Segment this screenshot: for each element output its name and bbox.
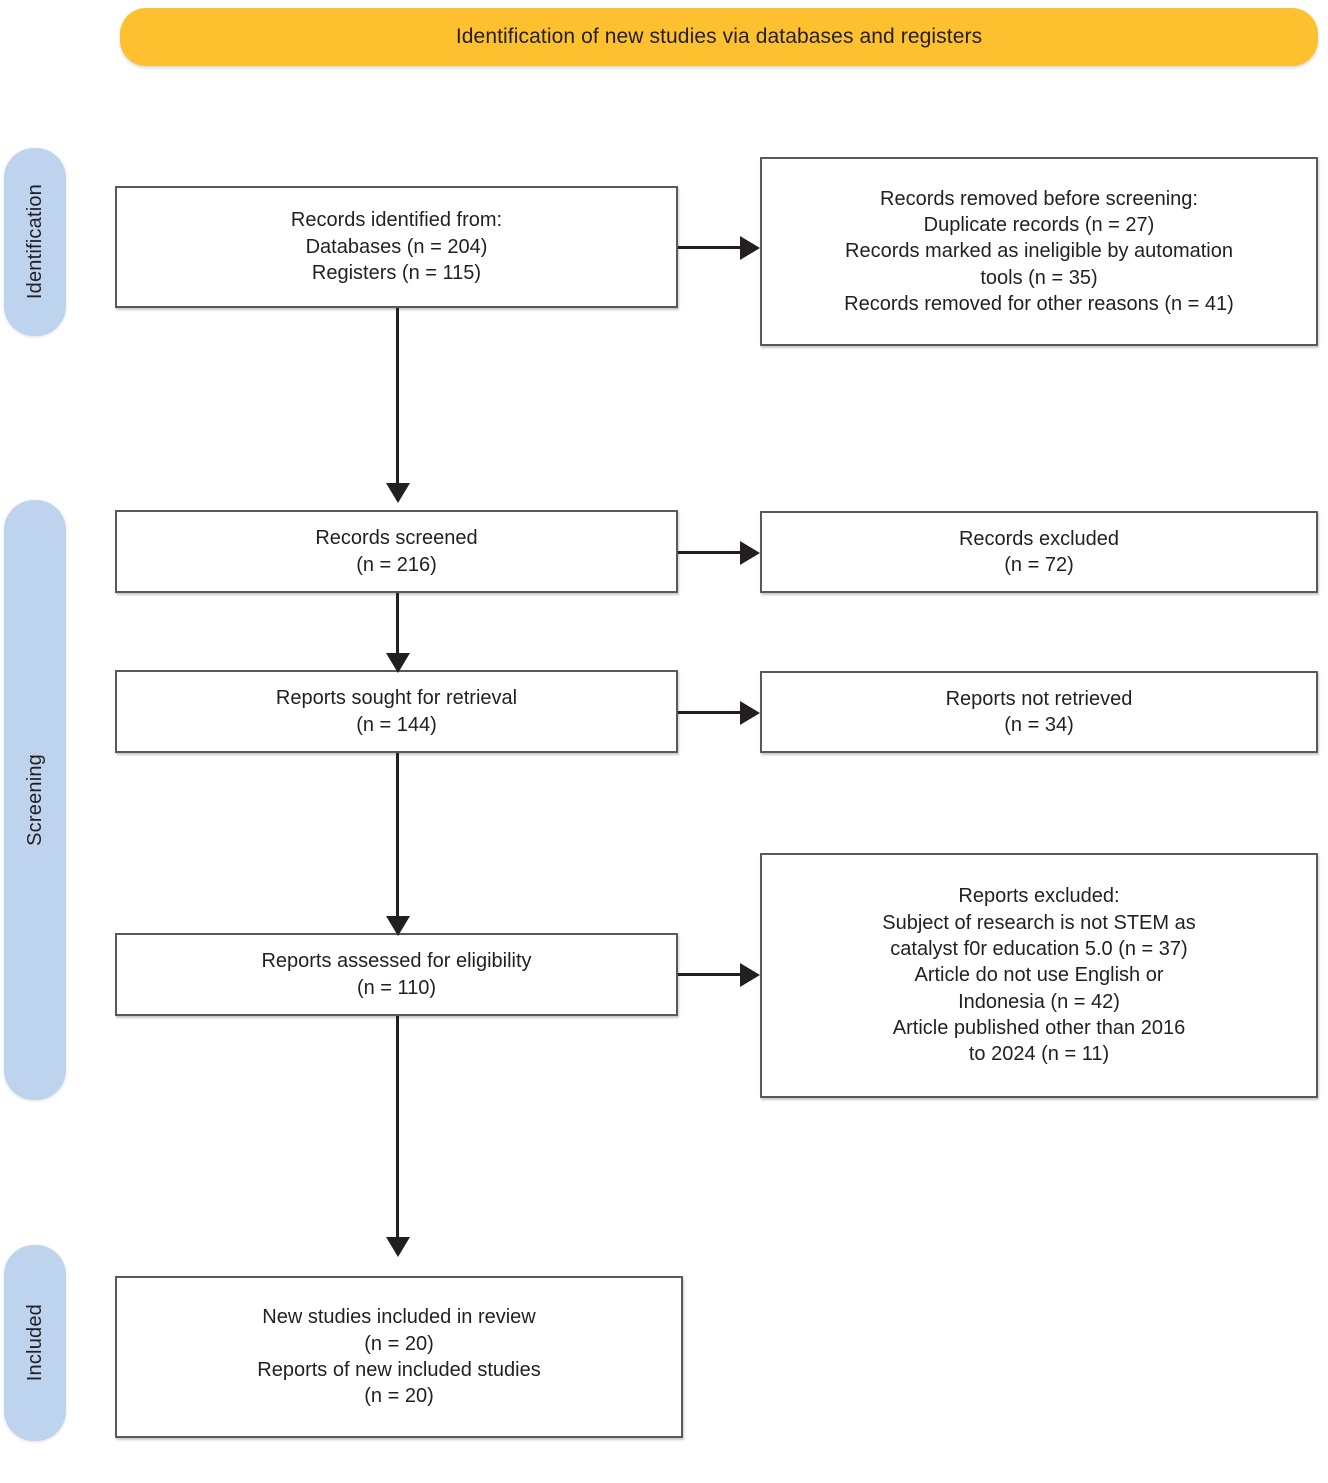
stage-tab-screening: Screening <box>4 500 66 1100</box>
reports-assessed-text: Reports assessed for eligibility (n = 11… <box>261 950 532 999</box>
arrow-down-icon-included <box>386 1237 410 1257</box>
reports-assessed-box: Reports assessed for eligibility (n = 11… <box>115 933 678 1016</box>
records-removed-text: Records removed before screening: Duplic… <box>844 187 1234 316</box>
reports-not-retrieved-box: Reports not retrieved (n = 34) <box>760 671 1318 753</box>
diagram-header-banner: Identification of new studies via databa… <box>120 8 1318 66</box>
records-screened-box: Records screened (n = 216) <box>115 510 678 593</box>
records-screened-text: Records screened (n = 216) <box>315 527 478 576</box>
arrow-down-icon-eligibility <box>386 916 410 936</box>
reports-sought-text: Reports sought for retrieval (n = 144) <box>275 687 518 736</box>
reports-excluded-text: Reports excluded: Subject of research is… <box>882 885 1196 1066</box>
records-identified-text: Records identified from: Databases (n = … <box>290 209 503 285</box>
arrow-right-icon-removed <box>740 236 760 260</box>
reports-sought-box: Reports sought for retrieval (n = 144) <box>115 670 678 753</box>
records-excluded-text: Records excluded (n = 72) <box>958 527 1120 576</box>
connector-sought-to-eligibility <box>396 753 399 916</box>
records-identified-box: Records identified from: Databases (n = … <box>115 186 678 308</box>
connector-identified-to-removed <box>678 246 740 249</box>
stage-tab-identification: Identification <box>4 148 66 336</box>
reports-not-retrieved-text: Reports not retrieved (n = 34) <box>945 687 1133 736</box>
stage-tab-included: Included <box>4 1245 66 1441</box>
connector-screened-to-excluded <box>678 551 740 554</box>
reports-excluded-box: Reports excluded: Subject of research is… <box>760 853 1318 1098</box>
new-studies-included-box: New studies included in review (n = 20) … <box>115 1276 683 1438</box>
stage-tab-included-label: Included <box>23 1304 46 1382</box>
new-studies-included-text: New studies included in review (n = 20) … <box>257 1306 541 1408</box>
arrow-right-icon-excluded <box>740 541 760 565</box>
records-removed-box: Records removed before screening: Duplic… <box>760 157 1318 346</box>
arrow-down-icon-sought <box>386 653 410 673</box>
connector-sought-to-notretrieved <box>678 711 740 714</box>
connector-identified-to-screened <box>396 308 399 483</box>
stage-tab-identification-label: Identification <box>23 184 46 300</box>
connector-screened-to-sought-upper <box>396 593 399 653</box>
stage-tab-screening-label: Screening <box>23 754 46 846</box>
records-excluded-box: Records excluded (n = 72) <box>760 511 1318 593</box>
arrow-right-icon-reports-excluded <box>740 963 760 987</box>
arrow-down-icon-screened <box>386 483 410 503</box>
connector-eligibility-to-included <box>396 1016 399 1237</box>
diagram-title: Identification of new studies via databa… <box>455 25 983 48</box>
arrow-right-icon-notretrieved <box>740 701 760 725</box>
connector-eligibility-to-reports-excluded <box>678 973 740 976</box>
